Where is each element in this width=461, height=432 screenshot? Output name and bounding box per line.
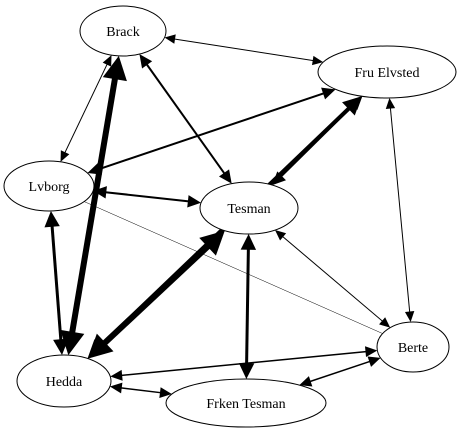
edge-lvborg-hedda-arrowhead-start [44,210,60,228]
edge-fru_elvsted-lvborg-arrowhead-end [87,162,102,175]
node-label: Brack [106,25,139,40]
node-lvborg[interactable]: Lvborg [3,160,95,212]
edge-brack-lvborg-arrowhead-end [60,150,70,162]
node-tesman[interactable]: Tesman [199,181,299,235]
edge-berte-hedda-arrowhead-start [364,346,378,358]
edge-brack-hedda-arrowhead-start [102,55,127,82]
edge-fru_elvsted-tesman [279,103,356,178]
edge-hedda-frken_tesman-arrowhead-start [109,382,123,394]
edge-tesman-frken_tesman-arrowhead-end [238,363,255,380]
edge-berte-hedda-arrowhead-end [110,369,123,381]
edge-hedda-frken_tesman-arrowhead-end [159,387,172,399]
edge-brack-fru_elvsted-arrowhead-end [312,55,324,66]
edge-fru_elvsted-lvborg-arrowhead-start [321,87,336,100]
node-shape [199,181,299,235]
edge-brack-fru_elvsted [173,38,315,62]
node-label: Tesman [227,202,270,217]
edge-tesman-berte-arrowhead-start [275,230,287,241]
edge-tesman-hedda-arrowhead-start [199,230,225,256]
node-shape [3,160,95,212]
edge-brack-tesman-arrowhead-start [139,54,153,69]
node-frken-tesman[interactable]: Frken Tesman [165,378,327,428]
node-brack[interactable]: Brack [79,5,167,57]
edge-fru_elvsted-berte-arrowhead-end [404,311,415,323]
node-label: Lvborg [29,180,70,195]
edge-tesman-frken_tesman [245,247,250,366]
node-shape [317,45,457,99]
edge-lvborg-tesman-arrowhead-start [93,186,107,199]
edge-lvborg-tesman [104,191,190,203]
edge-brack-lvborg [63,63,109,154]
node-hedda[interactable]: Hedda [16,354,112,408]
edge-tesman-hedda-arrowhead-end [87,333,114,359]
edge-tesman-berte-arrowhead-end [379,317,391,328]
edge-fru_elvsted-hedda-arrowhead-start [342,96,362,116]
edge-lvborg-hedda [50,224,63,342]
edge-brack-lvborg-arrowhead-start [102,55,112,67]
node-label: Hedda [46,375,83,390]
node-label: Berte [398,341,428,356]
edge-brack-hedda-arrowhead-end [60,329,85,356]
node-shape [79,5,167,57]
edge-lvborg-berte [84,201,383,334]
node-shape [376,321,450,373]
node-berte[interactable]: Berte [376,321,450,373]
edge-hedda-frken_tesman [119,387,162,394]
edge-lvborg-tesman-arrowhead-end [187,195,202,208]
edge-berte-frken_tesman [308,360,372,383]
edge-tesman-frken_tesman-arrowhead-start [240,233,257,250]
edge-berte-frken_tesman-arrowhead-end [299,376,313,387]
edge-fru_elvsted-berte-arrowhead-start [385,97,396,109]
node-label: Fru Elvsted [355,66,420,81]
edge-brack-tesman [145,62,226,176]
edge-brack-hedda [68,75,119,336]
edges-layer [44,34,415,399]
edge-lvborg-hedda-arrowhead-end [53,338,69,356]
edge-berte-frken_tesman-arrowhead-start [367,356,381,367]
edge-tesman-berte [281,235,384,323]
node-shape [16,354,112,408]
edge-brack-fru_elvsted-arrowhead-start [164,34,176,44]
node-fru-elvsted[interactable]: Fru Elvsted [317,45,457,99]
edge-fru_elvsted-tesman-arrowhead-end [272,171,286,186]
node-shape [165,378,327,428]
node-label: Frken Tesman [206,397,285,412]
edge-fru_elvsted-lvborg [97,91,326,171]
edge-fru_elvsted-berte [389,106,411,314]
edge-brack-tesman-arrowhead-end [218,169,232,184]
